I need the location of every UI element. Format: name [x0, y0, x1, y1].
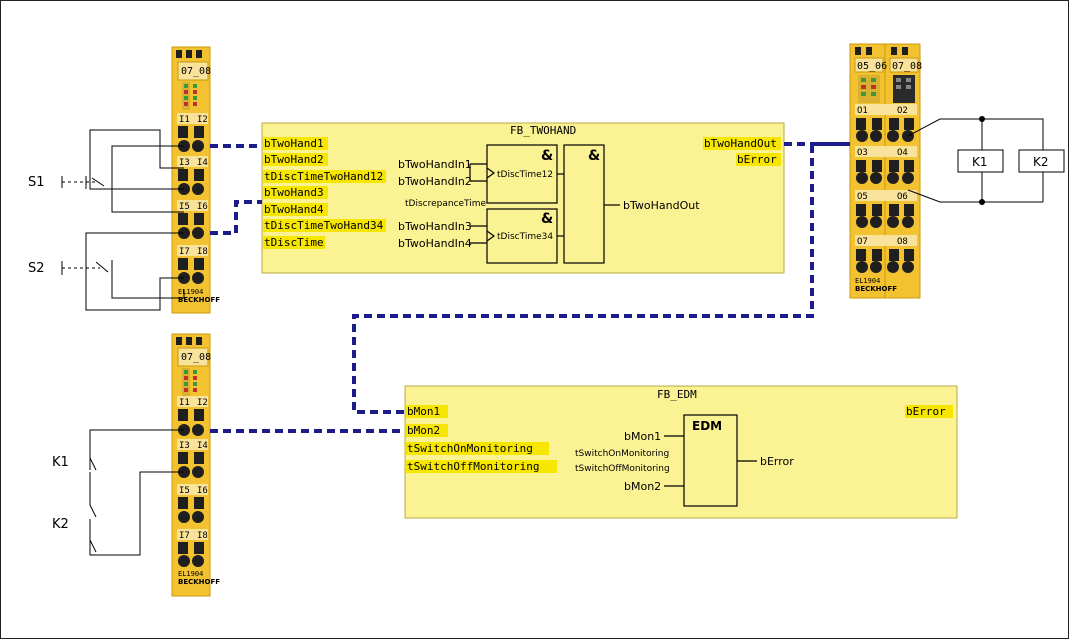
- switch-s1-label: S1: [28, 175, 45, 190]
- inner-label: bTwoHandOut: [623, 199, 700, 212]
- row-label: I1: [179, 398, 190, 408]
- inner-label: bMon2: [624, 480, 661, 493]
- terminal-header: 07_08: [181, 352, 211, 363]
- relay-wiring: [907, 116, 1065, 205]
- and-gate-2-symbol: &: [541, 211, 553, 227]
- input-port[interactable]: tDiscTime: [264, 236, 324, 249]
- inner-label: bTwoHandIn2: [398, 175, 472, 188]
- output-port[interactable]: bError: [906, 405, 946, 418]
- inner-label: bMon1: [624, 430, 661, 443]
- fb-edm-block[interactable]: FB_EDM bMon1 bMon2 tSwitchOnMonitoring t…: [404, 385, 958, 519]
- input-port[interactable]: bTwoHand3: [264, 186, 324, 199]
- row-label: O6: [897, 192, 908, 202]
- terminal-brand: BECKHOFF: [178, 578, 220, 586]
- terminal-left-top[interactable]: 07_08 I1 I2 I3 I4 I5 I6 I7 I8 EL1904 BECKHOF…: [171, 46, 220, 314]
- fb-edm-title: FB_EDM: [657, 388, 697, 401]
- contact-k1-label: K1: [52, 455, 69, 470]
- row-label: O8: [897, 237, 908, 247]
- row-label: I3: [179, 441, 190, 451]
- inner-label: bTwoHandIn1: [398, 158, 472, 171]
- inner-label: bError: [760, 455, 794, 468]
- terminal-brand: BECKHOFF: [178, 296, 220, 304]
- input-port[interactable]: bTwoHand2: [264, 153, 324, 166]
- output-port[interactable]: bTwoHandOut: [704, 137, 777, 150]
- row-label: I2: [197, 115, 208, 125]
- row-label: I4: [197, 158, 208, 168]
- switch-wiring: [61, 129, 185, 311]
- fb-twohand-title: FB_TWOHAND: [510, 124, 576, 137]
- row-label: I7: [179, 247, 190, 257]
- row-label: I1: [179, 115, 190, 125]
- relay-k1-label: K1: [972, 155, 988, 169]
- terminal-right[interactable]: 05_06 07_08 O1 O2 O3 O4 O5 O6 O7 O8 EL1904 B…: [849, 43, 922, 299]
- row-label: I8: [197, 247, 208, 257]
- row-label: O7: [857, 237, 868, 247]
- row-label: O2: [897, 106, 908, 116]
- row-label: I4: [197, 441, 208, 451]
- row-label: I5: [179, 202, 190, 212]
- edm-block-label: EDM: [692, 419, 722, 433]
- terminal-header-b: 07_08: [892, 61, 922, 72]
- relay-k2-label: K2: [1033, 155, 1049, 169]
- input-port[interactable]: tDiscTimeTwoHand12: [264, 170, 383, 183]
- row-label: O5: [857, 192, 868, 202]
- inner-label: tDiscTime34: [497, 232, 553, 242]
- row-label: I6: [197, 202, 208, 212]
- input-port[interactable]: tSwitchOffMonitoring: [407, 460, 539, 473]
- terminal-model: EL1904: [178, 288, 203, 296]
- input-port[interactable]: bMon2: [407, 424, 440, 437]
- terminal-header: 07_08: [181, 66, 211, 77]
- contact-wiring: [89, 429, 184, 556]
- fb-twohand-block[interactable]: FB_TWOHAND bTwoHand1 bTwoHand2 tDiscTime…: [261, 122, 785, 274]
- switch-s2-label: S2: [28, 261, 45, 276]
- contact-k2-label: K2: [52, 517, 69, 532]
- input-port[interactable]: bTwoHand4: [264, 203, 324, 216]
- signal-wires: [210, 142, 850, 433]
- inner-label: tSwitchOnMonitoring: [575, 449, 669, 459]
- row-label: I3: [179, 158, 190, 168]
- and-gate-1-symbol: &: [541, 148, 553, 164]
- inner-label: bTwoHandIn4: [398, 237, 472, 250]
- and-gate-3-symbol: &: [588, 148, 600, 164]
- row-label: O4: [897, 148, 908, 158]
- input-port[interactable]: bTwoHand1: [264, 137, 324, 150]
- terminal-model: EL1904: [178, 570, 203, 578]
- input-port[interactable]: bMon1: [407, 405, 440, 418]
- terminal-brand: BECKHOFF: [855, 285, 897, 293]
- inner-label: tDiscrepanceTime: [405, 199, 487, 209]
- row-label: I7: [179, 531, 190, 541]
- inner-label: bTwoHandIn3: [398, 220, 472, 233]
- row-label: I8: [197, 531, 208, 541]
- row-label: I2: [197, 398, 208, 408]
- terminal-left-bottom[interactable]: 07_08 I1 I2 I3 I4 I5 I6 I7 I8 EL1904 BECKHOF…: [171, 333, 220, 597]
- row-label: O1: [857, 106, 868, 116]
- input-port[interactable]: tDiscTimeTwoHand34: [264, 219, 384, 232]
- inner-label: tSwitchOffMonitoring: [575, 464, 670, 474]
- terminal-model: EL1904: [855, 277, 880, 285]
- input-port[interactable]: tSwitchOnMonitoring: [407, 442, 533, 455]
- output-port[interactable]: bError: [737, 153, 777, 166]
- row-label: I5: [179, 486, 190, 496]
- row-label: O3: [857, 148, 868, 158]
- terminal-header-a: 05_06: [857, 61, 887, 72]
- row-label: I6: [197, 486, 208, 496]
- inner-label: tDiscTime12: [497, 170, 553, 180]
